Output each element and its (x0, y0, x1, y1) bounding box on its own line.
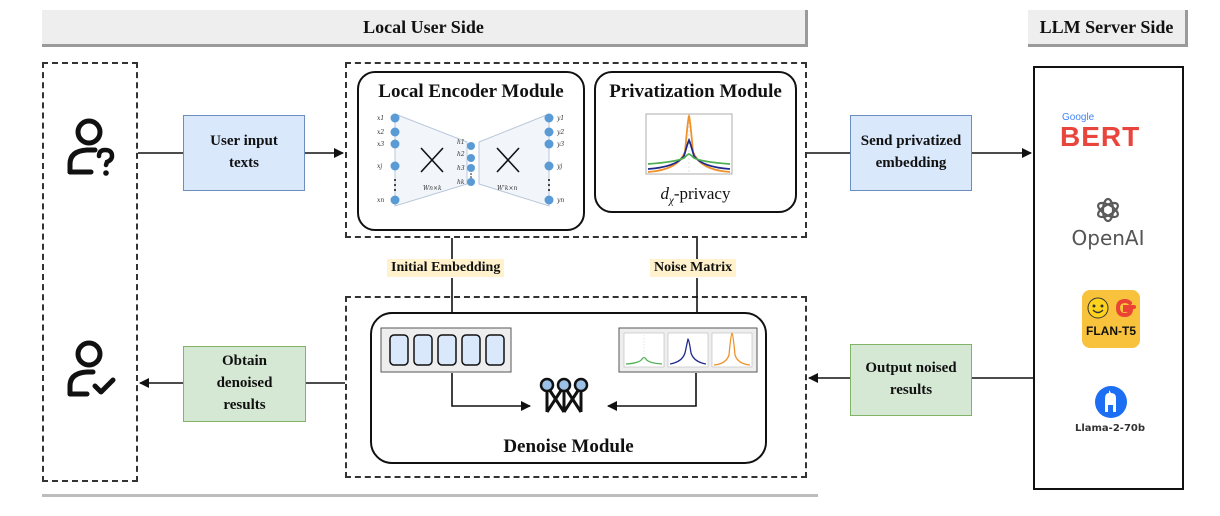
privatization-module: Privatization Module (594, 71, 797, 213)
bottom-divider (42, 494, 818, 497)
openai-icon (1097, 197, 1119, 223)
openai-label: OpenAI (1071, 226, 1145, 250)
user-check-icon (67, 340, 116, 397)
bert-label: BERT (1060, 121, 1141, 152)
initial-embedding-label: Initial Embedding (387, 259, 505, 277)
output-node-label: y2 (556, 129, 564, 136)
output-node-label: y1 (556, 115, 564, 122)
privacy-noise-plot (645, 113, 733, 175)
output-node-label: y3 (556, 141, 564, 148)
llama-label: Llama-2-70b (1074, 423, 1146, 434)
dx-privacy-chi: χ (669, 194, 674, 207)
autoencoder-diagram: x1 x2 x3 xj xn h1 h2 h3 hk y1 y2 y3 yj y… (377, 113, 564, 207)
decoder-weight-label: W'k×n (497, 185, 517, 192)
denoise-group (345, 296, 807, 478)
input-node-label: x2 (377, 129, 384, 136)
bert-logo: Google BERT (1060, 112, 1160, 158)
llm-server-side-banner: LLM Server Side (1028, 10, 1188, 47)
llm-server-side-label: LLM Server Side (1039, 16, 1174, 37)
denoise-internal-arrows (451, 373, 697, 411)
dx-privacy-caption: dχ-privacy (594, 184, 797, 206)
noise-matrix-panels (618, 327, 758, 373)
noise-matrix-label: Noise Matrix (650, 259, 737, 277)
dx-privacy-rest: -privacy (673, 184, 731, 203)
local-user-side-label: Local User Side (363, 16, 484, 37)
encoder-privatization-group (345, 62, 807, 238)
embedding-vector (380, 327, 512, 373)
dx-privacy-d: d (660, 184, 670, 203)
hidden-node-label: h1 (457, 139, 465, 146)
user-question-icon (67, 118, 115, 176)
obtain-denoised-results-box: Obtain denoised results (183, 346, 306, 422)
hidden-node-label: h3 (457, 165, 465, 172)
llm-server-box (1033, 66, 1184, 490)
send-privatized-embedding-label: Send privatized embedding (860, 133, 962, 171)
send-privatized-embedding-box: Send privatized embedding (850, 115, 972, 191)
llama-icon (1095, 386, 1127, 418)
input-node-label: x1 (377, 115, 384, 122)
output-node-label: yn (556, 197, 564, 204)
input-node-label: x3 (377, 141, 384, 148)
neural-network-icon (539, 377, 589, 413)
hidden-node-label: h2 (457, 151, 465, 158)
user-input-texts-box: User input texts (183, 115, 305, 191)
privatization-title: Privatization Module (609, 81, 782, 102)
output-noised-results-box: Output noised results (850, 344, 972, 416)
input-node-label: xj (377, 163, 382, 170)
denoise-title: Denoise Module (503, 436, 634, 457)
user-input-texts-label: User input texts (210, 133, 278, 171)
local-encoder-title: Local Encoder Module (378, 81, 564, 102)
flan-t5-label: FLAN-T5 (1086, 324, 1136, 338)
hidden-node-label: hk (457, 179, 465, 186)
output-noised-results-label: Output noised results (865, 360, 957, 398)
obtain-denoised-results-label: Obtain denoised results (216, 353, 273, 413)
encoder-weight-label: Wn×k (423, 185, 442, 192)
user-column (42, 62, 138, 482)
output-node-label: yj (556, 163, 562, 170)
local-user-side-banner: Local User Side (42, 10, 808, 47)
google-g-icon (1115, 298, 1136, 318)
hugging-face-icon (1087, 297, 1109, 319)
bert-google-label: Google (1062, 112, 1095, 123)
input-node-label: xn (377, 197, 384, 204)
